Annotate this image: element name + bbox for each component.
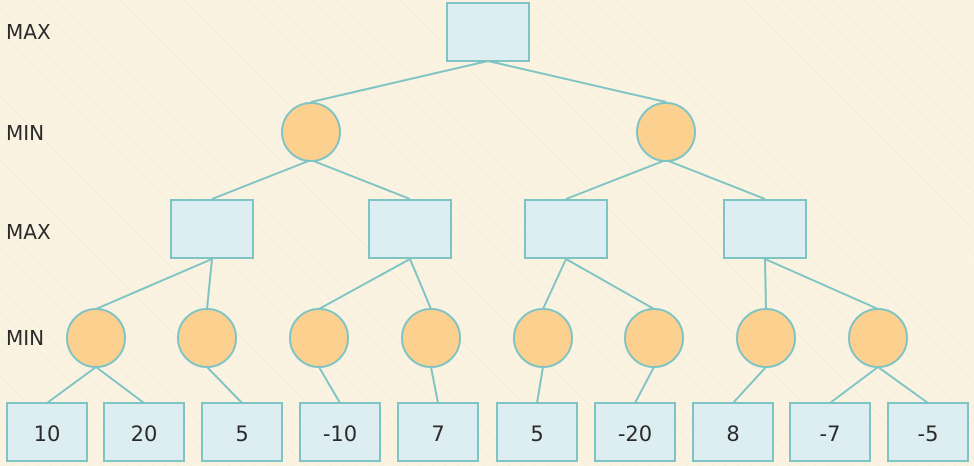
edge-max-min-5 [565,258,655,310]
min-node-l3-5 [624,308,684,368]
level-label-min-1: MIN [6,121,45,145]
leaf-value-6: -20 [618,422,652,446]
nodes: 10 20 5 -10 7 5 -20 8 -7 -5 [6,2,969,462]
max-node-l2-0 [170,199,254,259]
leaf-node-9 [887,402,969,462]
edge-min-leaf-5 [536,366,544,404]
edge-min-leaf-0 [46,366,97,404]
max-node-root [446,2,530,62]
leaf-value-3: -10 [323,422,357,446]
edge-max-min-4 [542,258,567,310]
leaf-node-2 [201,402,283,462]
leaf-value-4: 7 [431,422,444,446]
leaf-value-8: -7 [820,422,841,446]
min-node-l3-4 [513,308,573,368]
level-label-max-0: MAX [6,20,51,44]
edge-min-max-0 [211,159,312,200]
edges [46,60,929,404]
edge-max-min-6 [764,258,767,310]
edge-min-max-1 [310,159,411,200]
edge-min-leaf-6 [634,366,655,404]
edge-max-min-3 [409,258,432,310]
edge-max-min-1 [206,258,213,310]
min-node-l1-1 [636,102,696,162]
leaf-node-4 [397,402,479,462]
min-node-l3-6 [736,308,796,368]
max-node-l2-3 [723,199,807,259]
edge-min-max-2 [565,159,667,200]
edge-max-min-7 [764,258,879,310]
edge-root-min-0 [310,60,489,103]
edge-root-min-1 [487,60,667,103]
edge-min-leaf-1 [95,366,145,404]
max-node-l2-1 [368,199,452,259]
leaf-value-0: 10 [34,422,61,446]
max-node-l2-2 [524,199,608,259]
edge-min-leaf-9 [877,366,929,404]
min-node-l3-3 [401,308,461,368]
edge-min-leaf-4 [430,366,439,404]
level-label-min-3: MIN [6,326,45,350]
edge-min-leaf-3 [318,366,341,404]
leaf-value-5: 5 [530,422,543,446]
level-label-max-2: MAX [6,220,51,244]
leaf-node-0 [6,402,88,462]
min-node-l1-0 [281,102,341,162]
min-node-l3-7 [848,308,908,368]
edge-max-min-0 [95,258,213,310]
edge-max-min-2 [318,258,411,310]
leaf-node-5 [496,402,578,462]
leaf-node-8 [789,402,871,462]
min-node-l3-2 [289,308,349,368]
edge-min-leaf-2 [206,366,243,404]
min-node-l3-1 [177,308,237,368]
leaf-node-7 [692,402,774,462]
leaf-node-6 [594,402,676,462]
min-node-l3-0 [66,308,126,368]
leaf-node-3 [299,402,381,462]
leaf-value-7: 8 [726,422,739,446]
leaf-node-1 [103,402,185,462]
edge-min-leaf-7 [732,366,767,404]
leaf-value-1: 20 [131,422,158,446]
edge-min-max-3 [665,159,766,200]
leaf-value-9: -5 [918,422,939,446]
leaf-value-2: 5 [235,422,248,446]
edge-min-leaf-8 [829,366,879,404]
